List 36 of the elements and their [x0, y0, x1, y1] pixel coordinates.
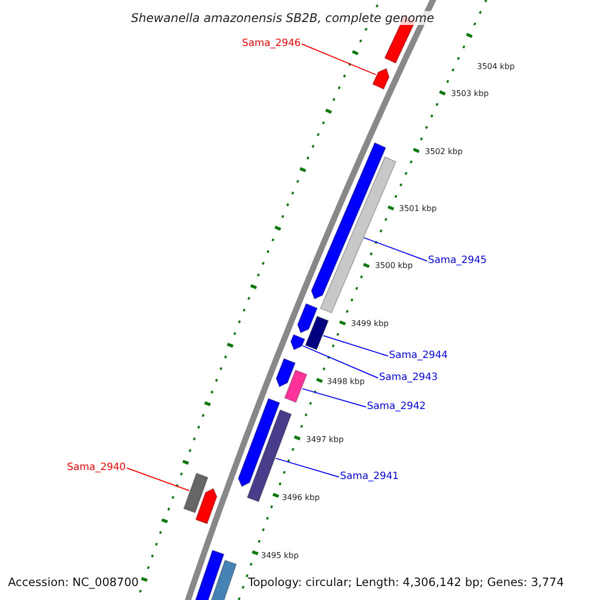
gene-segment	[372, 68, 390, 90]
gene-label: Sama_2942	[367, 402, 426, 412]
footer-text: Topology: circular; Length: 4,306,142 bp; Genes: 3,774	[248, 577, 564, 588]
leader-line	[302, 345, 378, 378]
gene-segment	[183, 472, 208, 514]
tick-label: 3500 kbp	[375, 262, 413, 270]
tick-label: 3498 kbp	[327, 378, 365, 386]
tick-label: 3504 kbp	[477, 63, 515, 71]
gene-segment	[297, 302, 318, 334]
gene-segment	[320, 156, 396, 314]
leader-line	[322, 335, 388, 356]
tick-label: 3497 kbp	[306, 436, 344, 444]
leader-line	[275, 458, 340, 478]
gene-segment	[276, 358, 296, 388]
gene-label: Sama_2940	[67, 463, 126, 473]
tick-label: 3502 kbp	[425, 148, 463, 156]
gene-segment	[290, 334, 306, 350]
leader-line	[301, 44, 376, 76]
leader-line	[363, 237, 428, 262]
tick-label: 3503 kbp	[451, 90, 489, 98]
gene-segment	[238, 398, 280, 488]
gene-label: Sama_2946	[242, 39, 301, 49]
tick-label: 3496 kbp	[282, 494, 320, 502]
tick-label: 3495 kbp	[261, 552, 299, 560]
footer-text: Accession: NC_008700	[8, 577, 139, 588]
gene-segment	[195, 488, 218, 524]
gene-label: Sama_2944	[389, 351, 448, 361]
tick-label: 3501 kbp	[399, 205, 437, 213]
leader-line	[126, 468, 190, 492]
leader-line	[302, 388, 366, 408]
gene-label: Sama_2941	[340, 472, 399, 482]
gene-label: Sama_2943	[379, 373, 438, 383]
gene-label: Sama_2945	[428, 256, 487, 266]
gene-segment	[284, 369, 308, 403]
tick-label: 3499 kbp	[351, 320, 389, 328]
gene-segment	[304, 316, 329, 350]
